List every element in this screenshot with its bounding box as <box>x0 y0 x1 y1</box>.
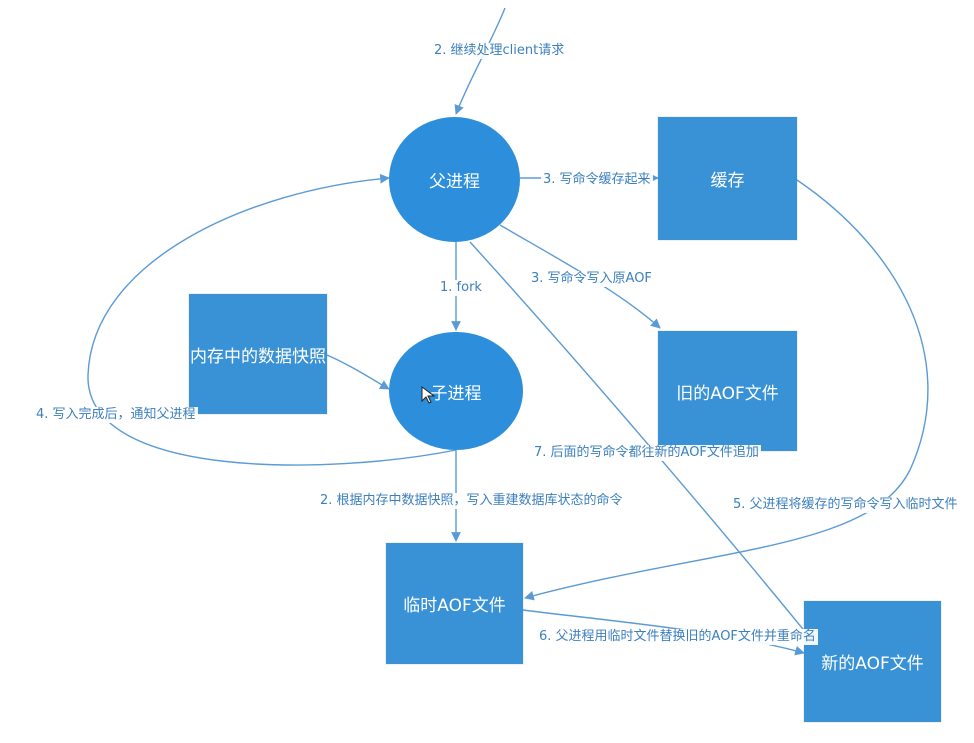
edge-memory-to-child <box>326 354 390 390</box>
edge-label-fork: 1. fork <box>438 280 484 297</box>
memory-snapshot-label: 内存中的数据快照 <box>190 346 326 367</box>
edge-label-replace-rename: 6. 父进程用临时文件替换旧的AOF文件并重命名 <box>537 629 818 646</box>
memory-snapshot-node: 内存中的数据快照 <box>189 294 327 414</box>
edge-label-rebuild-commands: 2. 根据内存中数据快照，写入重建数据库状态的命令 <box>318 493 625 510</box>
edge-label-append-new-aof: 7. 后面的写命令都往新的AOF文件追加 <box>532 445 761 462</box>
edge-continue-client <box>454 7 506 115</box>
cache-node: 缓存 <box>658 117 797 240</box>
parent-process-node: 父进程 <box>389 117 520 242</box>
temp-aof-node: 临时AOF文件 <box>386 543 523 664</box>
child-process-node: 子进程 <box>389 332 523 450</box>
edge-label-continue-client: 2. 继续处理client请求 <box>432 43 567 60</box>
edge-label-write-cache: 3. 写命令缓存起来 <box>541 172 653 189</box>
cache-label: 缓存 <box>710 171 745 191</box>
parent-process-label: 父进程 <box>429 172 480 192</box>
child-process-label: 子进程 <box>430 383 482 404</box>
old-aof-label: 旧的AOF文件 <box>676 383 779 404</box>
temp-aof-label: 临时AOF文件 <box>403 596 506 616</box>
edge-label-write-original-aof: 3. 写命令写入原AOF <box>529 271 654 288</box>
old-aof-node: 旧的AOF文件 <box>658 331 797 451</box>
new-aof-node: 新的AOF文件 <box>804 601 941 722</box>
edge-label-write-temp-file: 5. 父进程将缓存的写命令写入临时文件 <box>731 497 960 514</box>
edge-label-notify-parent: 4. 写入完成后，通知父进程 <box>34 407 198 424</box>
new-aof-label: 新的AOF文件 <box>821 654 924 674</box>
mouse-pointer-icon <box>421 386 435 404</box>
